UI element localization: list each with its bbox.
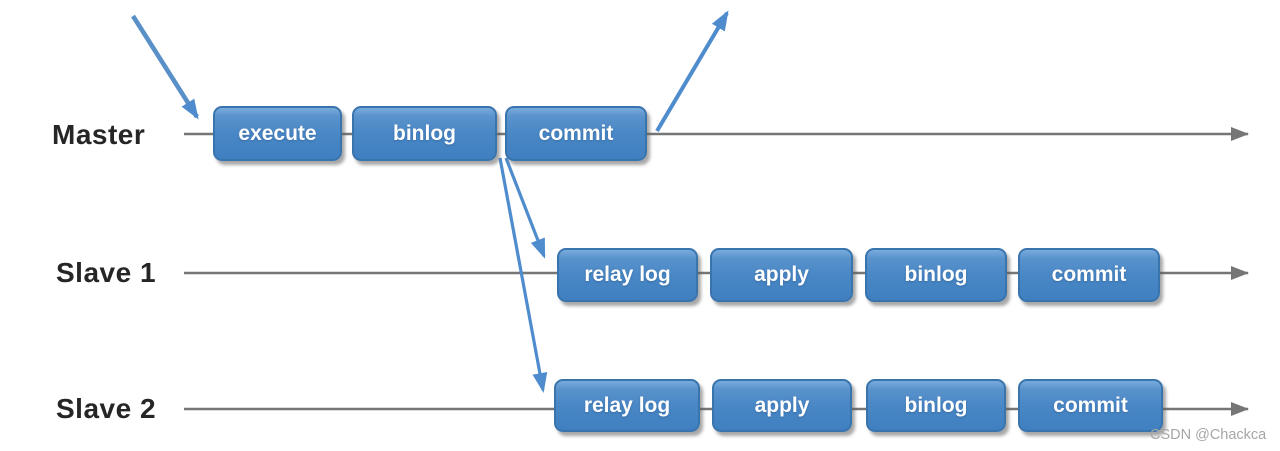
- slave1-commit-box: commit: [1018, 248, 1160, 302]
- master-execute-box: execute: [213, 106, 342, 161]
- master-commit-box: commit: [505, 106, 647, 161]
- row-label-slave2: Slave 2: [56, 393, 157, 424]
- master-binlog-box: binlog: [352, 106, 497, 161]
- slave2-apply-box: apply: [712, 379, 852, 432]
- slave1-apply-box: apply: [710, 248, 853, 302]
- watermark-text: CSDN @Chackca: [1150, 427, 1267, 443]
- slave1-relay-log-box: relay log: [557, 248, 698, 302]
- outgoing-response-arrow: [655, 10, 729, 133]
- slave2-commit-box: commit: [1018, 379, 1163, 432]
- incoming-transaction-arrow: [131, 14, 199, 120]
- row-label-slave1: Slave 1: [56, 257, 157, 288]
- slave2-relay-log-box: relay log: [554, 379, 700, 432]
- commit-to-slave1-arrow: [504, 157, 546, 259]
- commit-to-slave2-arrow: [498, 157, 548, 393]
- row-label-master: Master: [52, 119, 146, 150]
- slave1-binlog-box: binlog: [865, 248, 1007, 302]
- slave2-binlog-box: binlog: [866, 379, 1006, 432]
